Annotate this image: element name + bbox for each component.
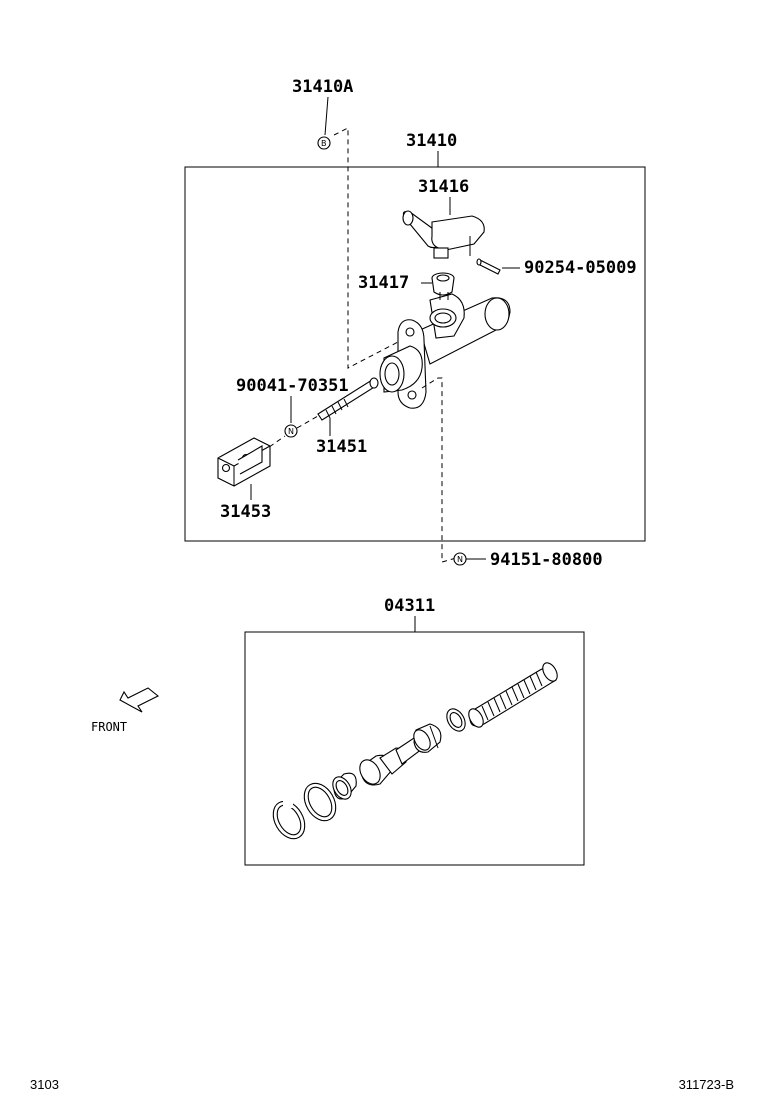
dashed-line-n [421, 377, 457, 563]
grommet-31417-icon [431, 272, 455, 296]
assembly-frame-31410 [184, 166, 646, 542]
o-ring-icon [303, 782, 337, 822]
n-marker-94151-icon: N [453, 552, 467, 566]
svg-text:B: B [321, 139, 327, 148]
pin-90254-icon [476, 258, 501, 275]
front-arrow-icon [119, 687, 160, 713]
svg-text:N: N [288, 427, 294, 436]
part-label-31417[interactable]: 31417 [358, 273, 409, 293]
part-label-31416[interactable]: 31416 [418, 177, 469, 197]
dashed-line-nut [296, 415, 319, 429]
inlet-fitting-31416-icon [402, 210, 485, 259]
svg-text:N: N [457, 555, 463, 564]
push-rod-31451-icon [317, 377, 379, 421]
n-marker-icon: N [284, 424, 298, 438]
dashed-line-b [333, 127, 399, 369]
return-spring-icon [468, 662, 558, 728]
part-label-31453[interactable]: 31453 [220, 502, 271, 522]
kit-frame-04311 [244, 631, 585, 866]
clevis-31453-icon [217, 437, 271, 487]
part-label-90041-70351[interactable]: 90041-70351 [236, 376, 349, 396]
cup-seal-icon [332, 772, 357, 800]
part-label-31410[interactable]: 31410 [406, 131, 457, 151]
snap-ring-icon [272, 800, 306, 840]
part-label-31410A[interactable]: 31410A [292, 77, 353, 97]
front-label: FRONT [91, 720, 127, 734]
piston-icon [359, 723, 442, 786]
part-label-31451[interactable]: 31451 [316, 437, 367, 457]
page-code-right: 311723-B [678, 1077, 734, 1092]
small-seal-icon [446, 708, 466, 732]
leader-31410A [324, 96, 329, 136]
master-cylinder-body-icon [379, 292, 511, 409]
b-marker-icon: B [317, 136, 331, 150]
page-code-left: 3103 [30, 1077, 59, 1092]
part-label-90254-05009[interactable]: 90254-05009 [524, 258, 637, 278]
part-label-94151-80800[interactable]: 94151-80800 [490, 550, 603, 570]
part-label-04311[interactable]: 04311 [384, 596, 435, 616]
